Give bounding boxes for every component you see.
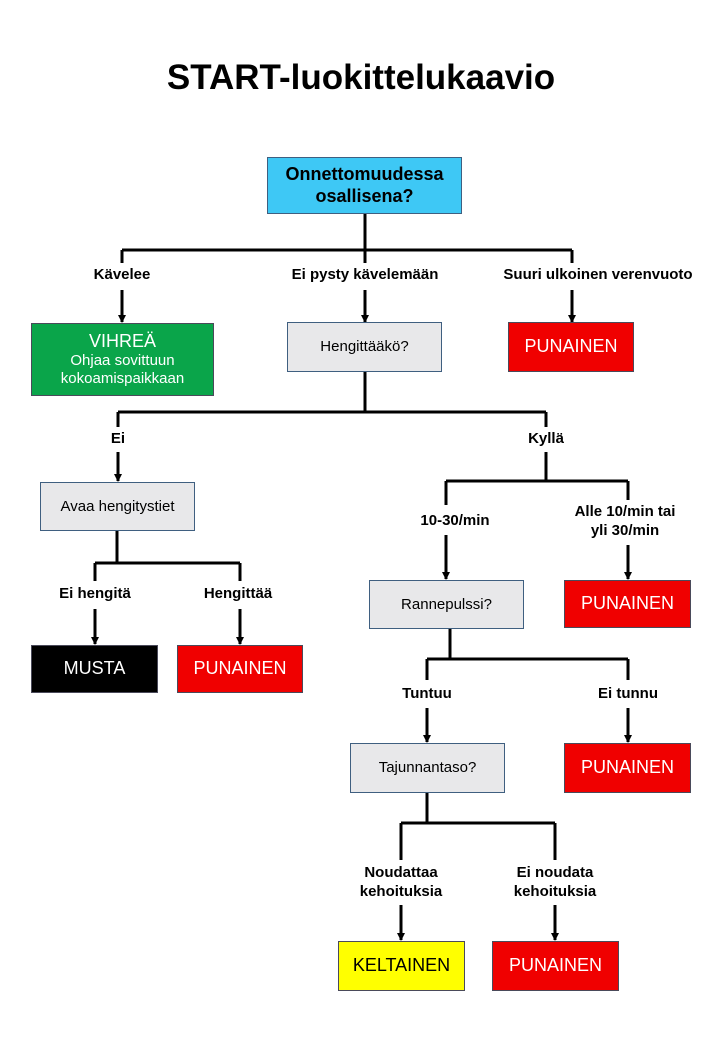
- label-cannot-walk: Ei pysty kävelemään: [291, 266, 439, 283]
- node-start-line1: Onnettomuudessa: [285, 163, 444, 184]
- node-red-bleeding: PUNAINEN: [508, 322, 634, 372]
- label-not-breathing: Ei hengitä: [59, 585, 131, 602]
- node-pulse-label: Rannepulssi?: [401, 595, 492, 613]
- node-black: MUSTA: [31, 645, 158, 693]
- node-green-sub-line1: Ohjaa sovittuun: [70, 352, 175, 370]
- node-red-pulse-label: PUNAINEN: [580, 757, 674, 778]
- node-consciousness-label: Tajunnantaso?: [378, 759, 477, 776]
- node-open-airway: Avaa hengitystiet: [40, 482, 195, 531]
- label-rate-bad: Alle 10/min tai yli 30/min: [575, 503, 676, 541]
- label-breathes: Hengittää: [203, 585, 273, 602]
- node-open-airway-label: Avaa hengitystiet: [60, 497, 175, 515]
- node-red-commands-label: PUNAINEN: [508, 955, 602, 976]
- page-title: START-luokittelukaavio: [166, 58, 556, 97]
- node-yellow: KELTAINEN: [338, 941, 465, 991]
- node-red-airway-label: PUNAINEN: [193, 658, 287, 679]
- node-breathing-label: Hengittääkö?: [320, 338, 409, 355]
- label-no: Ei: [110, 430, 126, 447]
- label-yes: Kyllä: [528, 430, 564, 447]
- label-rate-bad-line2: yli 30/min: [590, 521, 660, 539]
- node-black-label: MUSTA: [63, 658, 126, 679]
- label-obeys: Noudattaa kehoituksia: [360, 864, 443, 902]
- node-red-airway: PUNAINEN: [177, 645, 303, 693]
- label-pulse-felt: Tuntuu: [402, 685, 452, 702]
- node-yellow-label: KELTAINEN: [352, 955, 451, 976]
- label-rate-bad-line1: Alle 10/min tai: [574, 503, 676, 520]
- node-start-line2: osallisena?: [315, 185, 414, 206]
- node-green: VIHREÄ Ohjaa sovittuun kokoamispaikkaan: [31, 323, 214, 396]
- label-walks: Kävelee: [93, 266, 151, 283]
- label-rate-ok: 10-30/min: [420, 512, 490, 529]
- label-not-obeys: Ei noudata kehoituksia: [514, 864, 597, 902]
- node-red-bleeding-label: PUNAINEN: [524, 336, 618, 357]
- node-red-resp-label: PUNAINEN: [580, 593, 674, 614]
- label-bleeding: Suuri ulkoinen verenvuoto: [503, 266, 693, 283]
- label-pulse-absent: Ei tunnu: [598, 685, 658, 702]
- node-red-commands: PUNAINEN: [492, 941, 619, 991]
- node-consciousness: Tajunnantaso?: [350, 743, 505, 793]
- label-not-obeys-line2: kehoituksia: [513, 882, 597, 900]
- node-breathing: Hengittääkö?: [287, 322, 442, 372]
- node-red-pulse: PUNAINEN: [564, 743, 691, 793]
- node-green-title: VIHREÄ: [88, 330, 157, 351]
- label-obeys-line1: Noudattaa: [364, 864, 438, 881]
- node-start: Onnettomuudessa osallisena?: [267, 157, 462, 214]
- node-red-resp: PUNAINEN: [564, 580, 691, 628]
- node-pulse: Rannepulssi?: [369, 580, 524, 629]
- label-not-obeys-line1: Ei noudata: [516, 864, 594, 881]
- node-green-sub-line2: kokoamispaikkaan: [60, 370, 185, 388]
- label-obeys-line2: kehoituksia: [359, 882, 443, 900]
